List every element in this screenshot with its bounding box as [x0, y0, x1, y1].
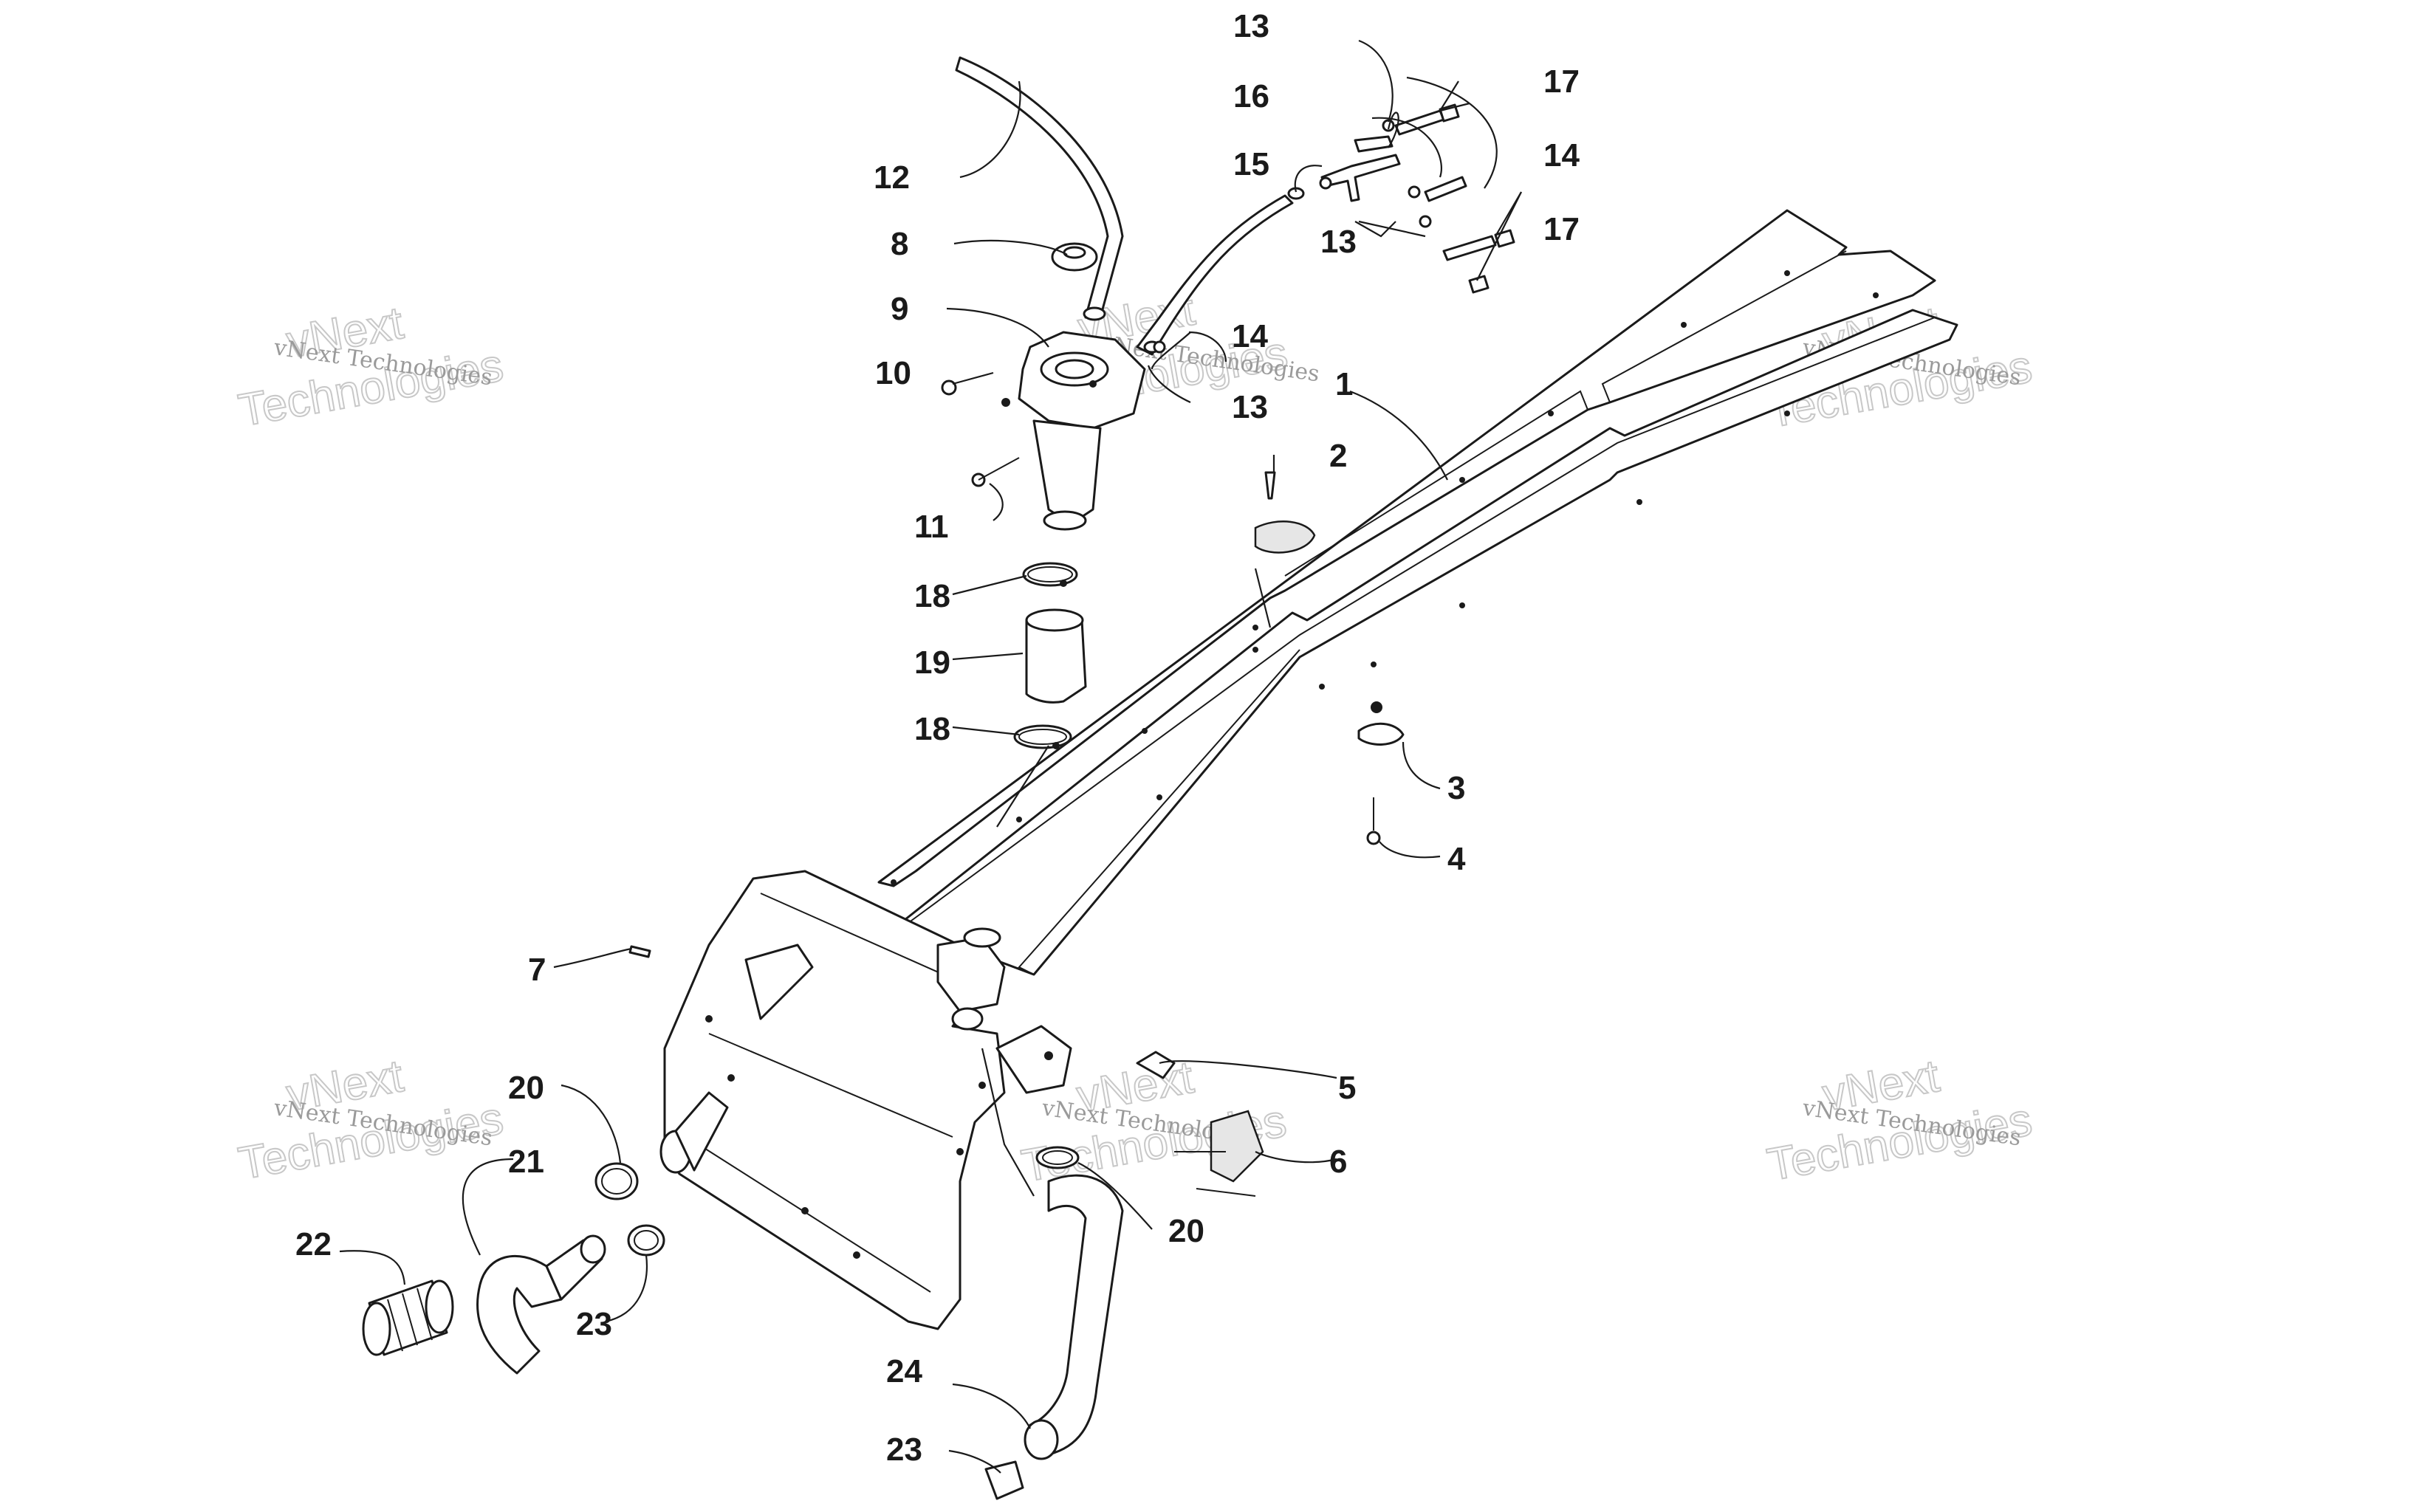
coolant-hose: [1025, 608, 1087, 704]
grommet: [1357, 701, 1405, 746]
heat-exchanger-panel: [877, 209, 1958, 976]
callout-14: 14: [1232, 318, 1268, 354]
tee-connector: [1320, 135, 1401, 202]
hose-clamp: [984, 1460, 1024, 1500]
screw: [1366, 797, 1381, 845]
callout-2: 2: [1329, 438, 1347, 474]
clip-bracket: [1174, 1110, 1264, 1197]
callout-12: 12: [874, 159, 910, 196]
callout-3: 3: [1447, 770, 1465, 806]
callout-19: 19: [914, 645, 950, 681]
callout-7: 7: [528, 952, 546, 988]
hose-clamp: [1013, 724, 1072, 749]
callout-9: 9: [891, 291, 908, 327]
ribbed-hose: [362, 1279, 454, 1356]
coolant-tank: [659, 870, 1006, 1330]
callout-14: 14: [1543, 137, 1580, 173]
filler-neck: [1001, 331, 1146, 531]
callout-18: 18: [914, 578, 950, 614]
callout-23: 23: [886, 1432, 922, 1468]
callout-11: 11: [914, 509, 949, 545]
radiator-cap: [1051, 242, 1098, 272]
callout-13: 13: [1233, 8, 1269, 44]
tee-fitting: [936, 927, 1006, 1031]
hose-clamp: [1022, 562, 1078, 587]
callout-8: 8: [891, 226, 908, 262]
callout-17: 17: [1543, 211, 1580, 247]
callout-17: 17: [1543, 63, 1580, 100]
callout-5: 5: [1338, 1070, 1356, 1106]
hose-clamp: [627, 1224, 665, 1257]
callout-16: 16: [1233, 78, 1269, 114]
callout-4: 4: [1447, 841, 1466, 877]
hose-clamp: [1035, 1146, 1080, 1169]
vent-hose: [1136, 187, 1305, 356]
mounting-bracket: [995, 1025, 1072, 1094]
clamp-small: [1153, 119, 1432, 354]
bolt: [941, 379, 957, 396]
callout-13: 13: [1320, 224, 1357, 260]
return-hose: [1024, 1174, 1124, 1460]
callout-23: 23: [576, 1306, 612, 1342]
nut-plate: [1136, 1051, 1176, 1079]
hose-cap: [1439, 103, 1515, 294]
screw: [971, 457, 1020, 487]
callout-13: 13: [1232, 389, 1268, 425]
callout-10: 10: [875, 355, 911, 391]
callout-6: 6: [1329, 1144, 1347, 1180]
rivet: [1254, 471, 1316, 554]
leader-lines: [339, 39, 1522, 1474]
callout-22: 22: [295, 1226, 332, 1262]
rivet: [628, 945, 651, 958]
elbow-hose: [476, 1234, 606, 1375]
callout-15: 15: [1233, 146, 1269, 182]
callout-20: 20: [508, 1070, 544, 1106]
overflow-hose: [955, 56, 1124, 321]
callout-24: 24: [886, 1353, 922, 1389]
callout-18: 18: [914, 711, 950, 747]
callout-20: 20: [1168, 1213, 1204, 1249]
breather-hose: [1394, 109, 1497, 261]
callout-21: 21: [508, 1144, 544, 1180]
hose-clamp: [594, 1162, 639, 1200]
callout-1: 1: [1335, 366, 1353, 402]
